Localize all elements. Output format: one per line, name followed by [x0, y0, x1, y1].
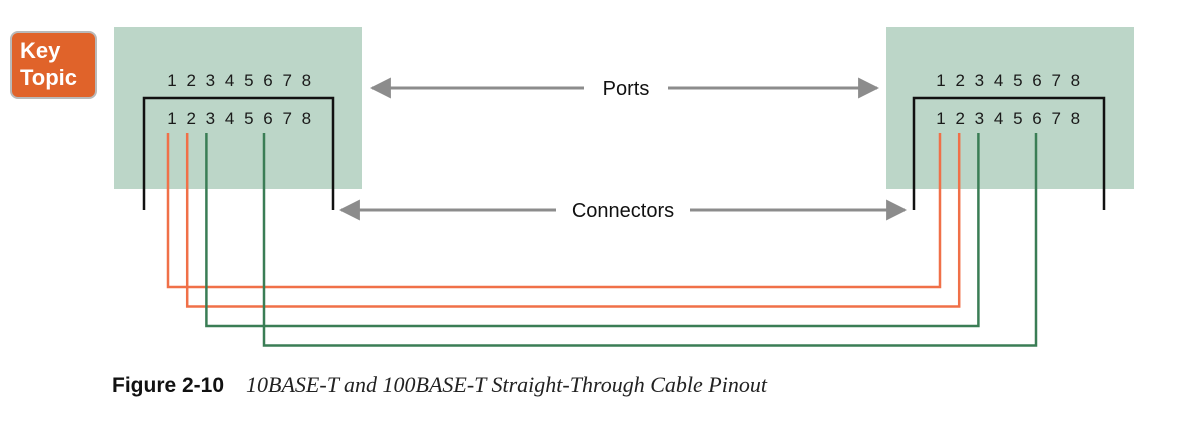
- left-connector-pin-1: 1: [167, 109, 176, 128]
- left-connector-pin-6: 6: [263, 109, 272, 128]
- right-port-pin-5: 5: [1013, 71, 1022, 90]
- left-port-pin-3: 3: [206, 71, 215, 90]
- wire-pin-2: [185, 133, 961, 308]
- left-connector-pin-8: 8: [302, 109, 311, 128]
- left-connector-pin-3: 3: [206, 109, 215, 128]
- ports-arrow: Ports: [369, 77, 880, 100]
- left-connector-pin-2: 2: [186, 109, 195, 128]
- figure-caption: Figure 2-10 10BASE-T and 100BASE-T Straig…: [112, 372, 767, 398]
- left-port-pin-1: 1: [167, 71, 176, 90]
- cable-wires: [166, 133, 1038, 347]
- left-connector-pin-4: 4: [225, 109, 234, 128]
- wire-pin-1: [166, 133, 942, 289]
- left-connector-pin-7: 7: [282, 109, 291, 128]
- wire-pin-6: [262, 133, 1038, 347]
- right-connector-pin-8: 8: [1071, 109, 1080, 128]
- badge-line-2: Topic: [20, 65, 77, 90]
- left-port-pin-4: 4: [225, 71, 234, 90]
- connectors-label: Connectors: [572, 200, 674, 222]
- left-port-pin-8: 8: [302, 71, 311, 90]
- right-port-pin-4: 4: [994, 71, 1003, 90]
- left-port-pin-2: 2: [186, 71, 195, 90]
- right-port-pin-3: 3: [975, 71, 984, 90]
- right-port-pin-8: 8: [1071, 71, 1080, 90]
- left-port-pin-5: 5: [244, 71, 253, 90]
- right-port-pin-1: 1: [936, 71, 945, 90]
- ports-label: Ports: [603, 78, 650, 100]
- figure-label: Figure 2-10: [112, 374, 225, 397]
- left-port: [114, 27, 362, 189]
- badge-line-1: Key: [20, 38, 61, 63]
- wire-pin-3: [205, 133, 980, 328]
- left-connector-outline: [142, 96, 335, 210]
- key-topic-badge: Key Topic: [10, 31, 97, 99]
- figure-title: 10BASE-T and 100BASE-T Straight-Through …: [246, 372, 767, 397]
- right-connector-pin-4: 4: [994, 109, 1003, 128]
- right-port-pin-2: 2: [955, 71, 964, 90]
- right-connector-pin-2: 2: [955, 109, 964, 128]
- right-connector-pin-3: 3: [975, 109, 984, 128]
- right-port-pin-7: 7: [1051, 71, 1060, 90]
- left-port-pin-7: 7: [282, 71, 291, 90]
- right-connector-pin-6: 6: [1032, 109, 1041, 128]
- right-connector-pin-7: 7: [1051, 109, 1060, 128]
- connectors-arrow: Connectors: [338, 199, 908, 222]
- right-port: [886, 27, 1134, 189]
- right-port-pin-6: 6: [1032, 71, 1041, 90]
- right-connector-pin-5: 5: [1013, 109, 1022, 128]
- left-port-pin-6: 6: [263, 71, 272, 90]
- right-connector-outline: [912, 96, 1106, 210]
- right-connector-pin-1: 1: [936, 109, 945, 128]
- left-connector-pin-5: 5: [244, 109, 253, 128]
